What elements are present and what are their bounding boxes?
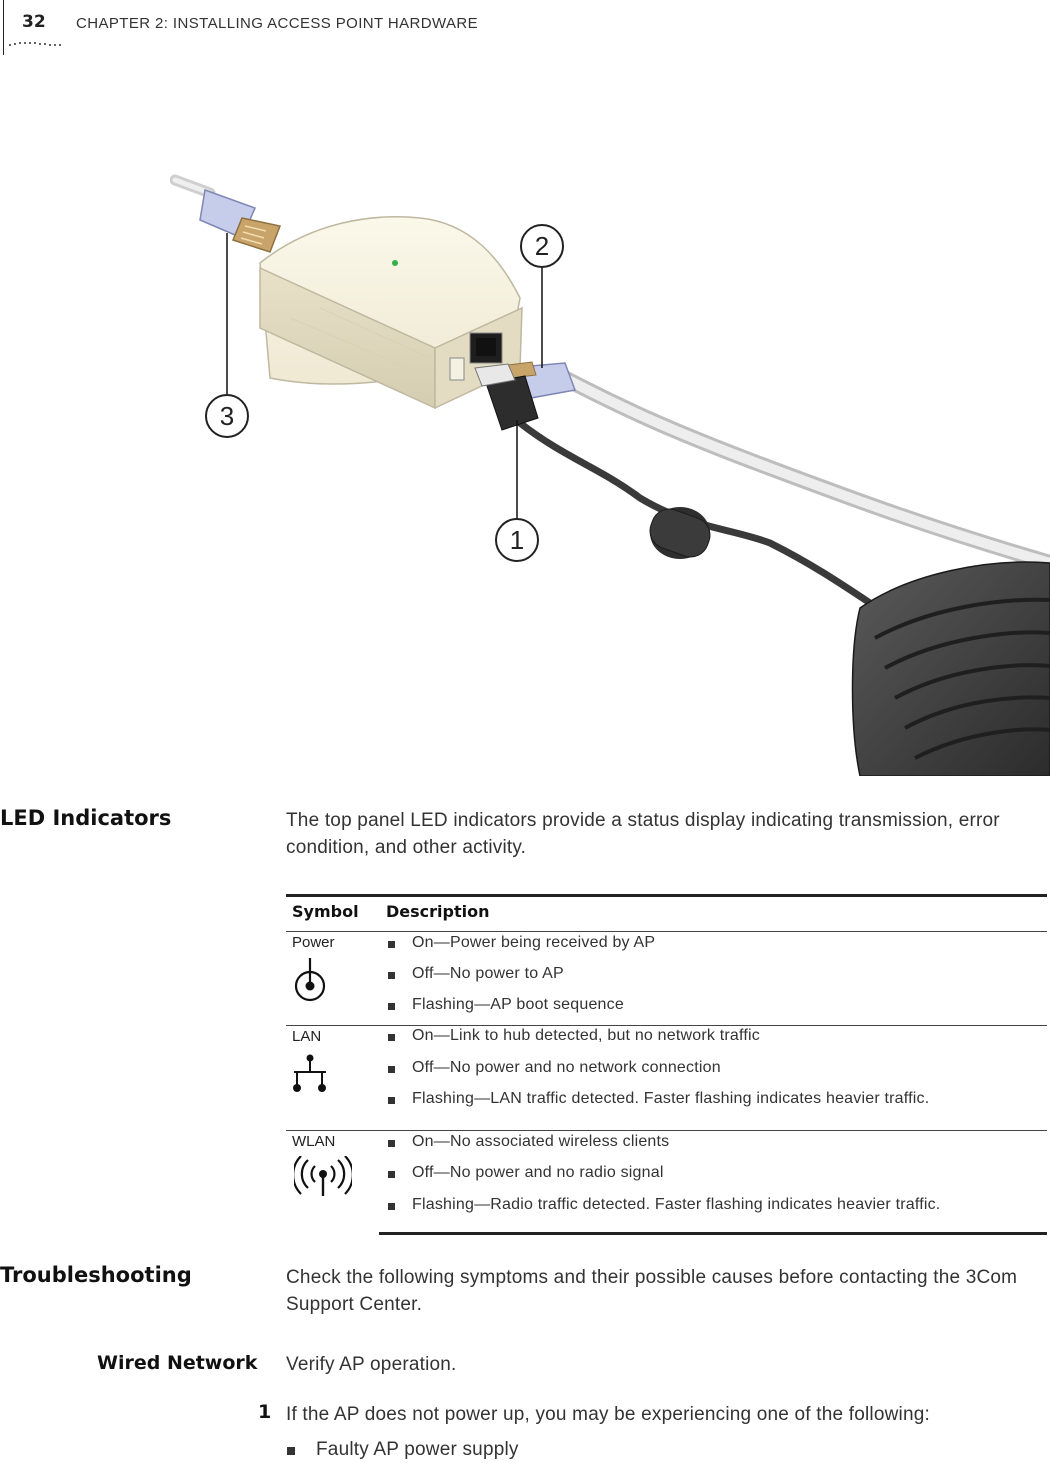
header-rule (3, 0, 4, 55)
description-item: Off—No power and no radio signal (412, 1164, 664, 1182)
chapter-title: CHAPTER 2: INSTALLING ACCESS POINT HARDW… (76, 15, 478, 32)
bullet-square (287, 1447, 295, 1455)
step-text: If the AP does not power up, you may be … (286, 1401, 930, 1428)
description-item: Off—No power to AP (412, 965, 564, 983)
subsection-heading-wired-network: Wired Network (97, 1352, 257, 1374)
wlan-led-icon (294, 1156, 352, 1198)
callout-2: 2 (521, 225, 563, 267)
led-intro-paragraph: The top panel LED indicators provide a s… (286, 807, 1050, 861)
description-item: On—Link to hub detected, but no network … (412, 1027, 760, 1045)
callout-3: 3 (206, 395, 248, 437)
description-item: Flashing—Radio traffic detected. Faster … (412, 1196, 940, 1214)
lan-led-icon (290, 1052, 330, 1094)
bullet-square (388, 1097, 395, 1104)
table-header-description: Description (386, 902, 489, 921)
bullet-square (388, 1140, 395, 1147)
bullet-square (388, 1171, 395, 1178)
svg-text:2: 2 (535, 231, 549, 261)
description-item: On—Power being received by AP (412, 934, 655, 952)
table-row-rule (286, 1130, 1047, 1131)
description-item: On—No associated wireless clients (412, 1133, 669, 1151)
step-bullet-item: Faulty AP power supply (316, 1436, 519, 1463)
description-item: Off—No power and no network connection (412, 1059, 721, 1077)
symbol-label-power: Power (292, 934, 335, 951)
bullet-square (388, 1003, 395, 1010)
svg-text:3: 3 (220, 401, 234, 431)
bullet-square (388, 972, 395, 979)
chapter-prefix: C (76, 15, 87, 32)
symbol-label-wlan: WLAN (292, 1133, 335, 1150)
table-header-rule (286, 931, 1047, 932)
bullet-square (388, 941, 395, 948)
svg-text:1: 1 (510, 525, 524, 555)
bullet-square (388, 1203, 395, 1210)
section-heading-troubleshooting: Troubleshooting (0, 1263, 192, 1287)
table-row-rule (286, 1025, 1047, 1026)
wired-network-intro: Verify AP operation. (286, 1351, 457, 1378)
header-dotted-line (8, 41, 62, 47)
table-top-rule (286, 894, 1047, 897)
power-led-icon (292, 956, 328, 1002)
page-number: 32 (22, 12, 46, 32)
power-adapter (853, 562, 1050, 776)
chapter-rest: HAPTER 2: INSTALLING ACCESS POINT HARDWA… (87, 15, 478, 32)
rj45-plug-upper (200, 190, 280, 252)
bullet-square (388, 1066, 395, 1073)
symbol-label-lan: LAN (292, 1028, 321, 1045)
table-bottom-rule (379, 1232, 1047, 1235)
section-heading-led-indicators: LED Indicators (0, 806, 171, 830)
table-header-symbol: Symbol (292, 902, 359, 921)
access-point-hardware-illustration: 3 2 1 (170, 168, 1050, 776)
description-item: Flashing—AP boot sequence (412, 996, 624, 1014)
troubleshooting-intro-paragraph: Check the following symptoms and their p… (286, 1264, 1050, 1318)
step-number: 1 (258, 1401, 271, 1423)
ferrite-core (645, 504, 715, 562)
callout-1: 1 (496, 519, 538, 561)
description-item: Flashing—LAN traffic detected. Faster fl… (412, 1090, 929, 1108)
bullet-square (388, 1034, 395, 1041)
